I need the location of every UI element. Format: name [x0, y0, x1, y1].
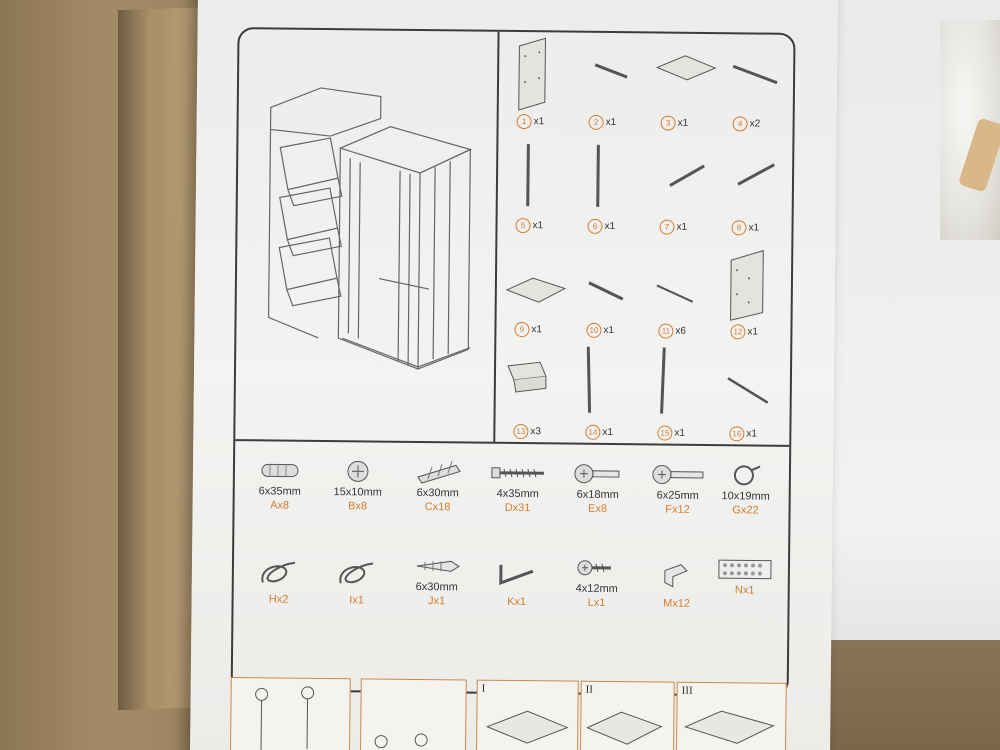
cam-bolt-icon — [417, 461, 461, 484]
bracket-icon — [499, 564, 534, 586]
hardware-k: Kx1 — [473, 554, 560, 625]
screw-icon — [577, 560, 611, 576]
hardware-i: Ix1 — [313, 552, 400, 623]
step-3-box: III — [675, 681, 787, 750]
dowel-icon — [261, 463, 299, 478]
corner-bracket-icon — [664, 564, 688, 588]
hardware-h: Hx2 — [235, 551, 322, 622]
strap-icon — [261, 561, 296, 583]
hardware-n: Nx1 — [701, 556, 788, 627]
assembly-steps-strip: I II III — [229, 677, 787, 750]
step-1-box: I — [475, 679, 579, 750]
washer-icon — [733, 465, 761, 486]
bolt-icon — [652, 465, 704, 485]
strap-icon — [339, 562, 374, 584]
cam-lock-icon — [347, 460, 369, 482]
hardware-detail-box — [359, 678, 467, 750]
tools-box — [229, 677, 351, 750]
long-screw-icon — [491, 467, 544, 479]
sticker-sheet-icon — [718, 559, 772, 580]
bolt-icon — [574, 464, 620, 484]
anchor-icon — [416, 560, 460, 572]
cardboard-corner — [820, 640, 1000, 750]
hardware-m: Mx12 — [633, 555, 720, 626]
step-2-box: II — [579, 680, 675, 750]
assembled-cabinet-drawing — [267, 87, 473, 370]
